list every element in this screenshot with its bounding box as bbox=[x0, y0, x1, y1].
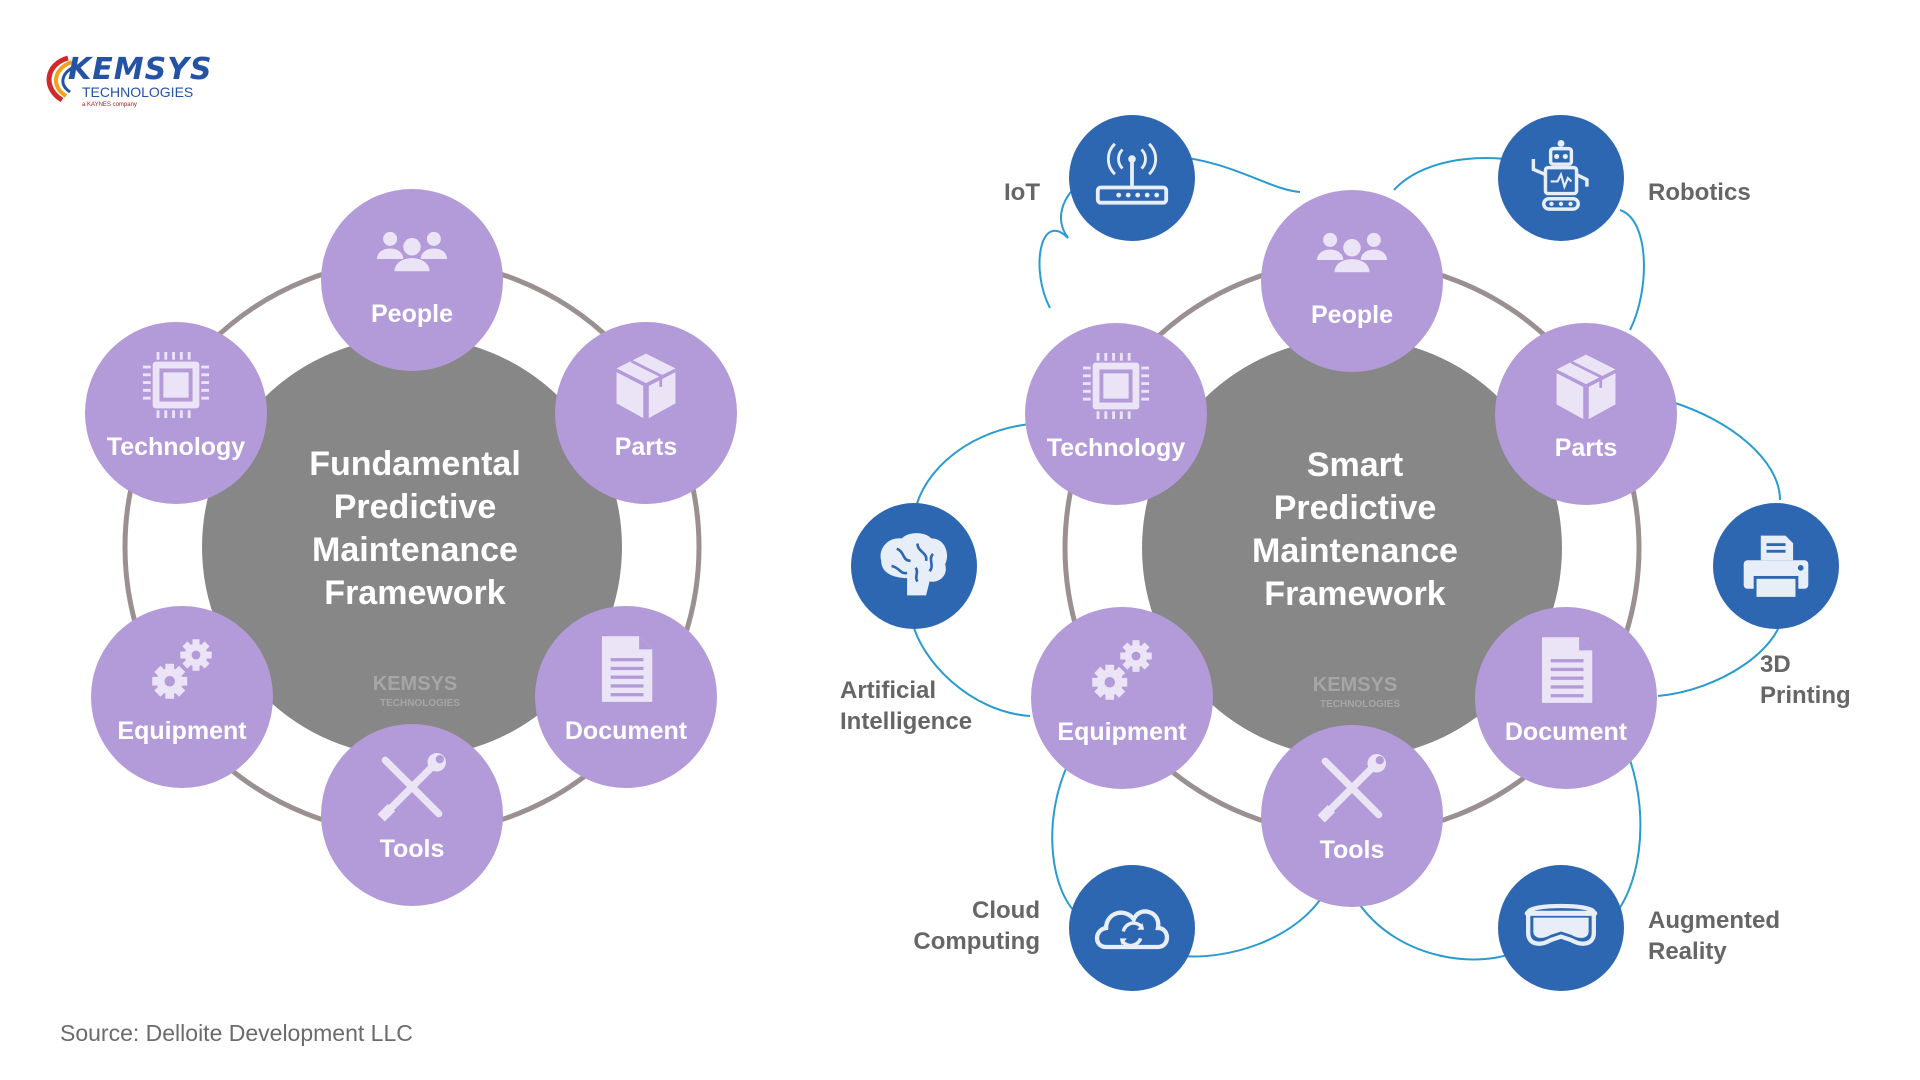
node-equipment: Equipment bbox=[1031, 607, 1213, 789]
watermark-logo: KEMSYS bbox=[1313, 674, 1397, 696]
node-label: People bbox=[371, 300, 453, 328]
document-icon bbox=[1541, 637, 1593, 703]
tech-label: Reality bbox=[1648, 938, 1727, 965]
node-circle bbox=[555, 322, 737, 504]
document-icon bbox=[601, 636, 653, 702]
center-title-line: Fundamental bbox=[309, 445, 521, 483]
tech-node-robotics: Robotics bbox=[1498, 115, 1751, 241]
tech-node-3d-printing: 3D Printing bbox=[1713, 503, 1851, 709]
tech-connector bbox=[1179, 899, 1321, 958]
fundamental-framework-diagram: FundamentalPredictiveMaintenanceFramewor… bbox=[85, 189, 737, 906]
center-title-line: Smart bbox=[1307, 446, 1403, 484]
tech-label: 3D bbox=[1760, 651, 1791, 678]
node-circle bbox=[85, 322, 267, 504]
logo-tagline: a KAYNES company bbox=[82, 102, 137, 108]
center-title-line: Framework bbox=[1264, 575, 1445, 613]
node-label: Technology bbox=[1047, 434, 1186, 462]
logo-subtitle: TECHNOLOGIES bbox=[82, 84, 194, 100]
node-label: Tools bbox=[1320, 836, 1385, 864]
tech-connector bbox=[1359, 904, 1521, 961]
center-circle bbox=[202, 337, 622, 757]
tech-connector bbox=[1038, 229, 1069, 309]
tech-label: Printing bbox=[1760, 682, 1851, 709]
tech-connector bbox=[1671, 401, 1781, 501]
node-label: Document bbox=[1505, 718, 1628, 746]
center-title-line: Framework bbox=[324, 574, 505, 612]
tech-label: Robotics bbox=[1648, 179, 1751, 206]
center-circle bbox=[1142, 338, 1562, 758]
node-circle bbox=[1495, 323, 1677, 505]
tech-label: Intelligence bbox=[840, 708, 972, 735]
tech-label: Augmented bbox=[1648, 907, 1780, 934]
tech-connector bbox=[1619, 209, 1645, 331]
node-parts: Parts bbox=[1495, 323, 1677, 505]
tech-label: Computing bbox=[913, 928, 1040, 955]
center-title-line: Maintenance bbox=[312, 531, 518, 569]
node-label: People bbox=[1311, 301, 1393, 329]
node-circle bbox=[1025, 323, 1207, 505]
node-label: Parts bbox=[1555, 434, 1618, 462]
logo-brand: KEMSYS bbox=[68, 52, 213, 87]
node-people: People bbox=[1261, 190, 1443, 372]
center-title-line: Maintenance bbox=[1252, 532, 1458, 570]
node-document: Document bbox=[1475, 607, 1657, 789]
tech-node-iot: IoT bbox=[1004, 115, 1195, 241]
node-circle bbox=[1261, 725, 1443, 907]
node-label: Document bbox=[565, 717, 688, 745]
node-label: Equipment bbox=[117, 717, 247, 745]
tech-node-circle bbox=[1069, 865, 1195, 991]
source-citation: Source: Delloite Development LLC bbox=[60, 1020, 413, 1046]
logo-swoosh-icon bbox=[46, 55, 77, 103]
node-circle bbox=[1261, 190, 1443, 372]
tech-label: IoT bbox=[1004, 179, 1040, 206]
node-tools: Tools bbox=[321, 724, 503, 906]
node-label: Equipment bbox=[1057, 718, 1187, 746]
node-people: People bbox=[321, 189, 503, 371]
node-label: Parts bbox=[615, 433, 678, 461]
tech-label: Artificial bbox=[840, 677, 936, 704]
node-parts: Parts bbox=[555, 322, 737, 504]
watermark-subtitle: TECHNOLOGIES bbox=[1320, 699, 1400, 710]
node-circle bbox=[1031, 607, 1213, 789]
node-technology: Technology bbox=[1025, 323, 1207, 505]
node-equipment: Equipment bbox=[91, 606, 273, 788]
tech-connector bbox=[911, 619, 1031, 717]
node-label: Tools bbox=[380, 835, 445, 863]
node-circle bbox=[321, 189, 503, 371]
center-title-line: Predictive bbox=[334, 488, 497, 526]
node-document: Document bbox=[535, 606, 717, 788]
node-technology: Technology bbox=[85, 322, 267, 504]
node-circle bbox=[321, 724, 503, 906]
watermark-subtitle: TECHNOLOGIES bbox=[380, 698, 460, 709]
node-tools: Tools bbox=[1261, 725, 1443, 907]
center-title-line: Predictive bbox=[1274, 489, 1437, 527]
node-circle bbox=[91, 606, 273, 788]
watermark-logo: KEMSYS bbox=[373, 673, 457, 695]
tech-label: Cloud bbox=[972, 897, 1040, 924]
smart-framework-core: SmartPredictiveMaintenanceFrameworkKEMSY… bbox=[1025, 190, 1677, 907]
node-label: Technology bbox=[107, 433, 246, 461]
company-logo: KEMSYS TECHNOLOGIES a KAYNES company bbox=[38, 52, 228, 112]
